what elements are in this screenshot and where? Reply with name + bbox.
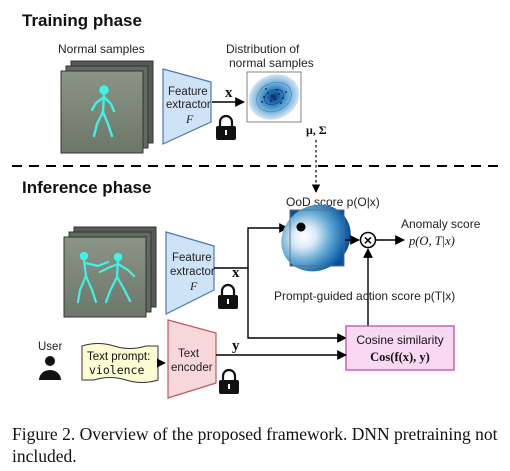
training-extractor-line2: extractor [166, 99, 211, 111]
prompt-guided-score-label: Prompt-guided action score p(T|x) [274, 289, 455, 303]
inference-extractor-line2: extractor [170, 266, 215, 278]
text-prompt-line1: Text prompt: [87, 351, 150, 363]
training-x-symbol: x [225, 85, 233, 101]
cosine-similarity-box [345, 325, 455, 371]
inference-extractor-symbol: F [189, 279, 198, 293]
text-encoder [167, 319, 217, 399]
text-encoder-line2: encoder [171, 362, 213, 374]
distribution-params: μ, Σ [306, 123, 327, 137]
training-heading: Training phase [22, 11, 142, 30]
text-prompt-box [81, 343, 159, 383]
training-video-frames [60, 60, 154, 154]
cosine-line2: Cos(f(x), y) [370, 350, 430, 364]
figure-caption: Figure 2. Overview of the proposed frame… [12, 424, 498, 466]
distribution-label-line1: Distribution of [226, 42, 300, 56]
inference-extractor-line1: Feature [172, 252, 212, 264]
sample-point [296, 222, 306, 232]
training-feature-extractor [162, 68, 212, 145]
multiply-symbol: × [364, 232, 372, 248]
text-prompt-line2: violence [89, 363, 144, 377]
inference-x-symbol: x [232, 265, 240, 281]
skeleton-figure [90, 85, 116, 138]
anomaly-score-label: Anomaly score [401, 217, 481, 231]
text-encoder-line1: Text [178, 348, 200, 360]
cosine-line1: Cosine similarity [356, 333, 443, 347]
inference-heading: Inference phase [22, 178, 151, 197]
user-label: User [38, 341, 62, 353]
distribution-label-line2: normal samples [229, 56, 314, 70]
inference-feature-extractor [165, 231, 215, 315]
y-symbol: y [232, 338, 240, 354]
training-extractor-symbol: F [185, 112, 194, 126]
ood-distribution-plot [281, 204, 351, 272]
framework-diagram: Training phase Normal samples Feature ex… [12, 11, 498, 399]
inference-video-frames [63, 226, 157, 318]
normal-distribution-plot [246, 71, 302, 123]
user-icon [39, 356, 61, 380]
x-to-cosine-arrow [247, 268, 347, 343]
lock-icon [216, 114, 236, 140]
skeleton-figures-fighting [76, 251, 136, 304]
normal-samples-label: Normal samples [58, 42, 145, 56]
lock-icon [218, 283, 238, 309]
anomaly-score-formula: p(O, T|x) [408, 234, 455, 248]
training-extractor-line1: Feature [168, 86, 208, 98]
x-to-ood-arrow [214, 223, 289, 269]
ood-score-label: OoD score p(O|x) [286, 195, 380, 209]
lock-icon [219, 368, 239, 394]
multiply-node: × [359, 231, 377, 249]
